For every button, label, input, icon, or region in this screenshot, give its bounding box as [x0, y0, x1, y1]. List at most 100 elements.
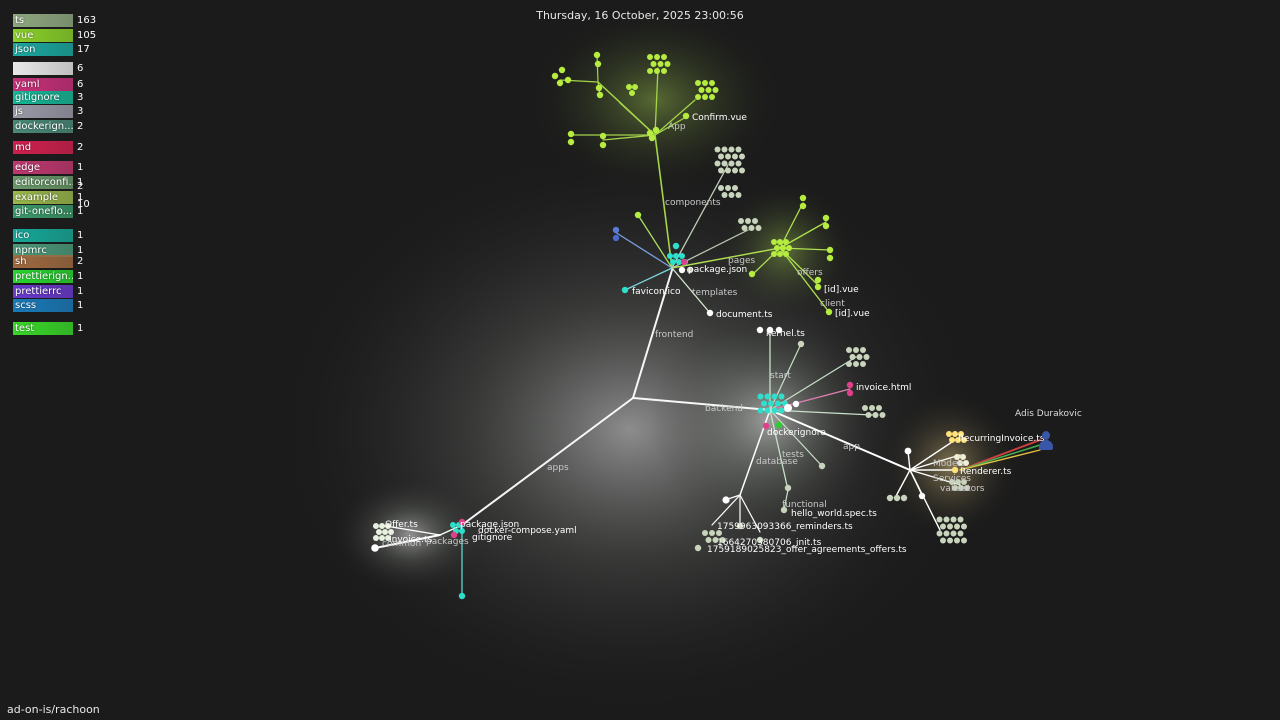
file-node[interactable] — [450, 522, 456, 528]
file-node[interactable] — [780, 245, 786, 251]
file-node[interactable] — [783, 251, 789, 257]
file-node[interactable] — [735, 160, 742, 167]
file-node[interactable] — [654, 68, 660, 74]
file-node[interactable] — [777, 251, 783, 257]
file-node[interactable] — [739, 167, 745, 174]
file-node[interactable] — [676, 259, 682, 265]
file-node[interactable] — [647, 54, 653, 60]
file-node[interactable] — [634, 211, 642, 219]
file-node[interactable] — [818, 462, 826, 470]
file-node[interactable] — [768, 400, 774, 407]
file-node[interactable] — [853, 361, 859, 367]
file-node[interactable] — [766, 326, 774, 334]
file-node[interactable] — [379, 535, 385, 541]
file-node[interactable] — [459, 528, 465, 534]
file-node[interactable] — [814, 276, 822, 284]
file-node[interactable] — [382, 529, 388, 535]
file-node[interactable] — [661, 54, 667, 60]
file-node[interactable] — [865, 412, 872, 418]
file-node[interactable] — [732, 185, 738, 191]
file-node[interactable] — [960, 454, 966, 460]
file-node[interactable] — [936, 516, 943, 523]
file-node[interactable] — [957, 516, 964, 523]
file-node[interactable] — [943, 516, 950, 523]
file-node[interactable] — [950, 530, 957, 537]
file-node[interactable] — [849, 354, 856, 360]
file-node[interactable] — [594, 60, 602, 68]
file-node[interactable] — [725, 185, 731, 191]
file-node[interactable] — [957, 530, 964, 537]
file-node[interactable] — [964, 485, 970, 491]
file-node[interactable] — [593, 51, 601, 59]
file-node[interactable] — [862, 405, 868, 411]
file-node[interactable] — [825, 308, 833, 316]
file-node[interactable] — [556, 79, 564, 87]
file-node[interactable] — [954, 537, 960, 544]
file-node[interactable] — [955, 479, 961, 485]
file-node[interactable] — [822, 222, 830, 230]
file-node[interactable] — [961, 523, 967, 530]
file-node[interactable] — [706, 309, 714, 317]
file-node[interactable] — [732, 153, 738, 160]
file-node[interactable] — [385, 535, 391, 541]
file-node[interactable] — [846, 361, 852, 367]
file-node[interactable] — [774, 245, 780, 251]
file-node[interactable] — [846, 381, 854, 389]
file-node[interactable] — [904, 447, 912, 455]
file-node[interactable] — [826, 254, 834, 262]
file-node[interactable] — [943, 530, 950, 537]
file-node[interactable] — [712, 87, 719, 93]
file-node[interactable] — [946, 431, 952, 437]
file-node[interactable] — [686, 266, 694, 274]
file-node[interactable] — [961, 437, 967, 443]
file-node[interactable] — [735, 192, 742, 198]
file-node[interactable] — [856, 354, 863, 360]
file-node[interactable] — [702, 530, 708, 536]
file-node[interactable] — [752, 218, 758, 224]
file-node[interactable] — [814, 283, 822, 291]
file-node[interactable] — [718, 153, 724, 160]
file-node[interactable] — [725, 153, 731, 160]
file-node[interactable] — [799, 194, 807, 202]
file-node[interactable] — [664, 61, 671, 67]
file-node[interactable] — [764, 407, 771, 414]
file-node[interactable] — [702, 94, 708, 100]
file-node[interactable] — [954, 454, 960, 460]
file-node[interactable] — [879, 412, 886, 418]
file-node[interactable] — [954, 523, 960, 530]
file-node[interactable] — [961, 479, 967, 485]
file-node[interactable] — [705, 87, 712, 93]
file-node[interactable] — [629, 90, 635, 96]
file-node[interactable] — [371, 544, 379, 552]
file-node[interactable] — [775, 400, 781, 407]
file-node[interactable] — [725, 167, 731, 174]
file-node[interactable] — [654, 54, 660, 60]
file-node[interactable] — [558, 66, 566, 74]
file-node[interactable] — [799, 202, 807, 210]
file-node[interactable] — [450, 531, 458, 539]
file-node[interactable] — [780, 506, 788, 514]
file-node[interactable] — [950, 516, 957, 523]
file-node[interactable] — [958, 485, 964, 491]
file-node[interactable] — [777, 239, 783, 245]
file-node[interactable] — [826, 246, 834, 254]
file-node[interactable] — [786, 245, 792, 251]
file-node[interactable] — [373, 535, 379, 541]
file-node[interactable] — [961, 537, 967, 544]
file-node[interactable] — [672, 242, 680, 250]
file-node[interactable] — [741, 225, 748, 231]
file-node[interactable] — [714, 146, 721, 153]
file-node[interactable] — [876, 405, 882, 411]
file-node[interactable] — [680, 258, 688, 266]
file-node[interactable] — [385, 523, 391, 529]
file-node[interactable] — [673, 253, 679, 259]
file-node[interactable] — [918, 492, 926, 500]
file-node[interactable] — [722, 496, 730, 504]
file-node[interactable] — [940, 537, 946, 544]
file-node[interactable] — [762, 422, 770, 430]
file-node[interactable] — [599, 141, 607, 149]
file-node[interactable] — [379, 523, 385, 529]
file-node[interactable] — [712, 537, 719, 543]
file-node[interactable] — [648, 134, 656, 142]
file-node[interactable] — [771, 251, 777, 257]
